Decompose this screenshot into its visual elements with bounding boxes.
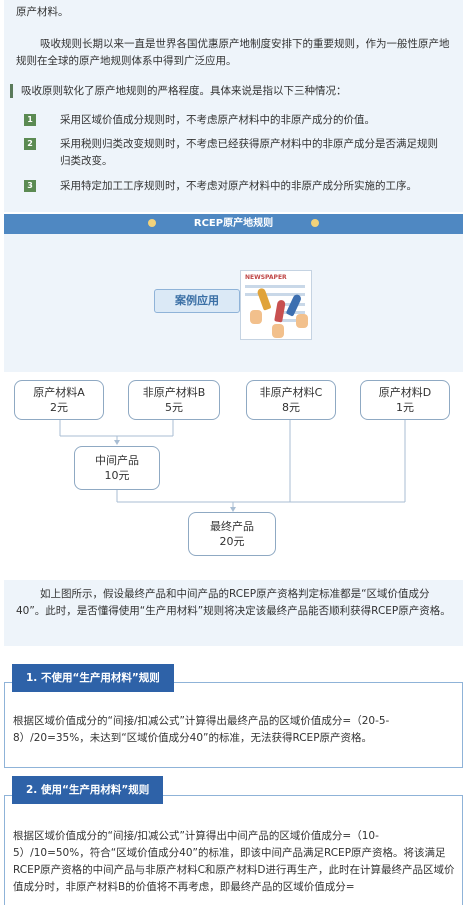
production-flow-diagram: 原产材料A 2元 非原产材料B 5元 非原产材料C 8元 原产材料D 1元 中间…: [0, 374, 467, 570]
node-name: 中间产品: [95, 454, 139, 467]
absorption-item: 1 采用区域价值成分规则时，不考虑原产材料中的非原产成分的价值。: [24, 112, 448, 129]
section-banner: RCEP原产地规则: [4, 214, 463, 234]
flow-node-final: 最终产品 20元: [188, 512, 276, 556]
case-illustration: 案例应用 NEWSPAPER: [4, 234, 463, 372]
node-value: 5元: [165, 401, 183, 414]
flow-node-material-c: 非原产材料C 8元: [246, 380, 336, 420]
node-name: 非原产材料B: [142, 386, 206, 399]
explanation-text: 如上图所示，假设最终产品和中间产品的RCEP原产资格判定标准都是“区域价值成分4…: [16, 588, 451, 617]
node-name: 原产材料D: [378, 386, 432, 399]
hand-icon: [250, 310, 262, 324]
section-2-body: 根据区域价值成分的“间接/扣减公式”计算得出中间产品的区域价值成分=（10-5）…: [13, 830, 455, 893]
intro-fragment: 原产材料。: [16, 6, 69, 18]
node-name: 最终产品: [210, 520, 254, 533]
flow-node-intermediate: 中间产品 10元: [74, 446, 160, 490]
flow-node-material-b: 非原产材料B 5元: [128, 380, 220, 420]
banner-dot-right: [310, 219, 319, 227]
flow-connectors: [59, 420, 406, 512]
absorption-item: 3 采用特定加工工序规则时，不考虑对原产材料中的非原产成分所实施的工序。: [24, 178, 448, 195]
banner-dot-left: [148, 219, 157, 227]
banner-title: RCEP原产地规则: [193, 218, 274, 229]
number-badge: 3: [24, 180, 36, 192]
section-1-box: 根据区域价值成分的“间接/扣减公式”计算得出最终产品的区域价值成分=（20-5-…: [4, 682, 463, 768]
flow-node-material-d: 原产材料D 1元: [360, 380, 450, 420]
section-2-title: 2. 使用“生产用材料”规则: [12, 776, 164, 804]
node-value: 20元: [219, 535, 245, 548]
node-name: 原产材料A: [33, 386, 85, 399]
node-value: 2元: [50, 401, 68, 414]
explanation-panel: 如上图所示，假设最终产品和中间产品的RCEP原产资格判定标准都是“区域价值成分4…: [4, 580, 463, 646]
section-1-body: 根据区域价值成分的“间接/扣减公式”计算得出最终产品的区域价值成分=（20-5-…: [13, 715, 390, 744]
newspaper-title: NEWSPAPER: [245, 274, 287, 281]
node-value: 1元: [396, 401, 414, 414]
node-value: 10元: [104, 469, 130, 482]
section-1-title: 1. 不使用“生产用材料”规则: [12, 664, 174, 692]
number-badge: 1: [24, 114, 36, 126]
case-label: 案例应用: [154, 289, 240, 313]
intro-paragraph: 吸收规则长期以来一直是世界各国优惠原产地制度安排下的重要规则，作为一般性原产地规…: [16, 38, 450, 67]
hand-icon: [296, 314, 308, 328]
absorption-item-text: 采用区域价值成分规则时，不考虑原产材料中的非原产成分的价值。: [60, 114, 375, 126]
absorption-heading: 吸收原则软化了原产地规则的严格程度。具体来说是指以下三种情况：: [10, 84, 461, 98]
section-2-box: 根据区域价值成分的“间接/扣减公式”计算得出中间产品的区域价值成分=（10-5）…: [4, 795, 463, 905]
absorption-item-text: 采用税则归类改变规则时，不考虑已经获得原产材料中的非原产成分是否满足规则归类改变…: [60, 138, 438, 167]
number-badge: 2: [24, 138, 36, 150]
absorption-item: 2 采用税则归类改变规则时，不考虑已经获得原产材料中的非原产成分是否满足规则归类…: [24, 136, 448, 170]
intro-panel: [4, 0, 463, 212]
node-name: 非原产材料C: [259, 386, 323, 399]
absorption-item-text: 采用特定加工工序规则时，不考虑对原产材料中的非原产成分所实施的工序。: [60, 180, 417, 192]
node-value: 8元: [282, 401, 300, 414]
flow-node-material-a: 原产材料A 2元: [14, 380, 104, 420]
hand-icon: [272, 324, 284, 338]
